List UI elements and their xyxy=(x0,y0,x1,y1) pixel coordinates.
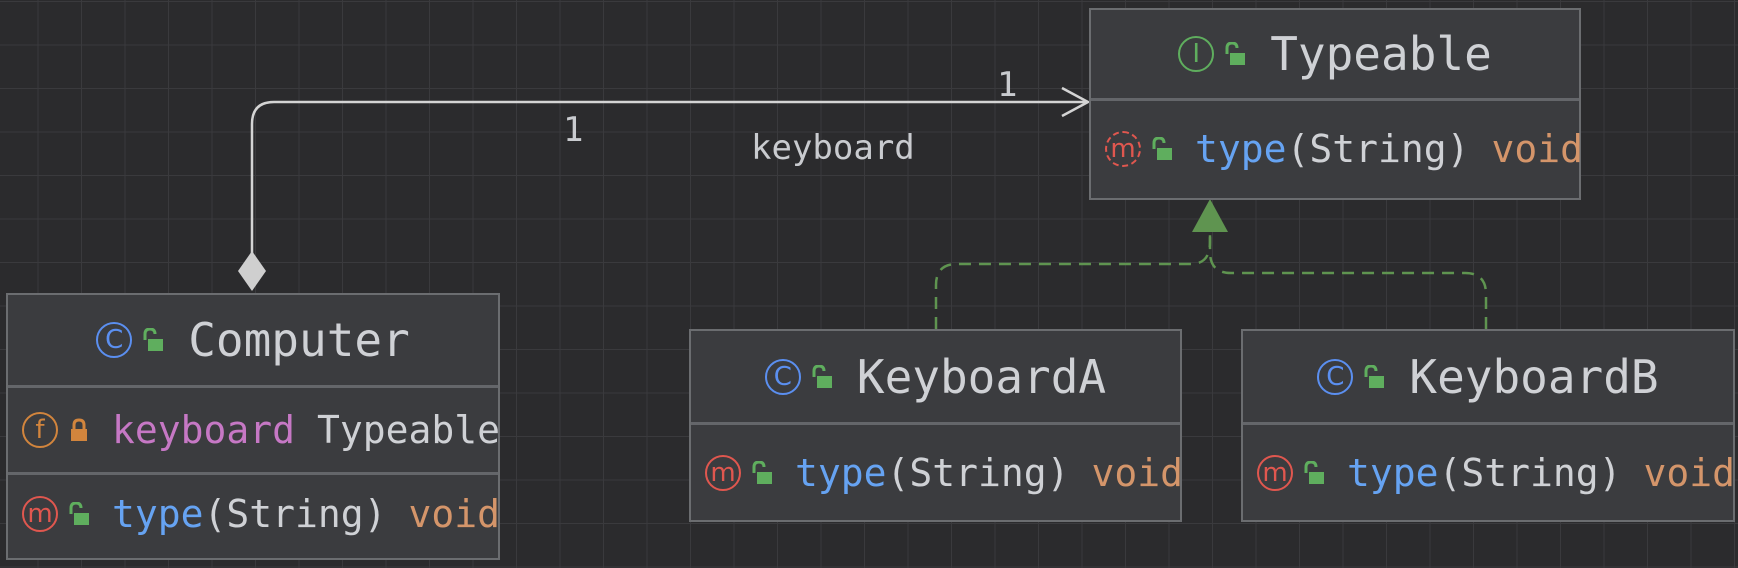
method-return-type: void xyxy=(1491,126,1584,171)
method-icon: m xyxy=(22,495,58,532)
method-row[interactable]: m type (String) void xyxy=(1091,101,1583,196)
method-return-type: void xyxy=(1643,450,1736,495)
class-box-keyboard-a[interactable]: C KeyboardA m type (String) void xyxy=(689,329,1183,522)
private-visibility-icon xyxy=(71,418,87,441)
abstract-method-icon: m xyxy=(1105,130,1141,167)
class-header: C KeyboardA xyxy=(691,331,1180,425)
class-box-computer[interactable]: C Computer f keyboard Typeable m type (S… xyxy=(6,293,500,560)
public-visibility-icon xyxy=(1304,460,1324,484)
realization-arrowhead xyxy=(1192,199,1228,232)
public-visibility-icon xyxy=(69,501,89,525)
field-row[interactable]: f keyboard Typeable xyxy=(8,388,501,472)
public-visibility-icon xyxy=(812,364,832,388)
field-icon: f xyxy=(22,412,58,448)
association-role-label: keyboard xyxy=(751,128,915,168)
field-type: Typeable xyxy=(317,408,501,452)
class-icon: C xyxy=(764,358,801,395)
class-name: Computer xyxy=(188,313,410,367)
method-row[interactable]: m type (String) void xyxy=(1243,425,1736,520)
method-params: (String) xyxy=(886,450,1070,495)
method-name: type xyxy=(1347,450,1439,495)
method-return-type: void xyxy=(408,491,501,536)
class-name: KeyboardB xyxy=(1409,349,1659,404)
class-icon: C xyxy=(96,322,133,358)
interface-icon: I xyxy=(1178,36,1215,72)
method-name: type xyxy=(795,450,887,495)
method-name: type xyxy=(1195,126,1287,171)
class-header: C KeyboardB xyxy=(1243,331,1733,425)
method-return-type: void xyxy=(1091,450,1184,495)
public-visibility-icon xyxy=(752,460,772,484)
composition-diamond xyxy=(238,251,266,291)
target-multiplicity-label: 1 xyxy=(997,65,1018,105)
public-visibility-icon xyxy=(1364,364,1385,388)
public-visibility-icon xyxy=(1152,136,1172,160)
method-name: type xyxy=(112,491,204,536)
source-multiplicity-label: 1 xyxy=(563,110,584,150)
field-name: keyboard xyxy=(112,408,296,452)
class-icon: C xyxy=(1317,358,1354,395)
class-name: KeyboardA xyxy=(856,349,1107,404)
class-name: Typeable xyxy=(1270,27,1492,81)
class-header: C Computer xyxy=(8,295,498,388)
realization-line-keyboard-a[interactable] xyxy=(934,230,1212,329)
method-params: (String) xyxy=(203,491,387,536)
method-row[interactable]: m type (String) void xyxy=(691,425,1183,520)
method-params: (String) xyxy=(1286,126,1470,171)
class-box-keyboard-b[interactable]: C KeyboardB m type (String) void xyxy=(1241,329,1735,522)
realization-line-keyboard-b[interactable] xyxy=(1208,230,1488,329)
class-header: I Typeable xyxy=(1091,10,1579,101)
public-visibility-icon xyxy=(143,328,164,351)
method-row[interactable]: m type (String) void xyxy=(8,472,501,552)
method-icon: m xyxy=(705,454,741,491)
method-icon: m xyxy=(1257,454,1293,491)
method-params: (String) xyxy=(1438,450,1622,495)
public-visibility-icon xyxy=(1225,42,1246,65)
association-line[interactable] xyxy=(250,100,1088,260)
association-arrowhead xyxy=(1061,86,1091,118)
class-box-typeable[interactable]: I Typeable m type (String) void xyxy=(1089,8,1583,200)
